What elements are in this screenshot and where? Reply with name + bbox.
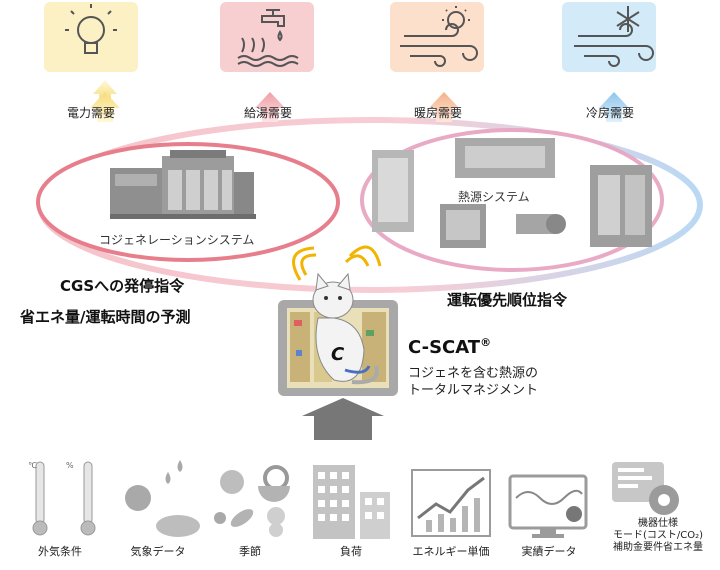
- thermometer-icon: [32, 461, 96, 536]
- demand-box-cooling: [562, 2, 656, 72]
- cscat-registered-mark: ®: [480, 336, 492, 349]
- input-label-energy-price: エネルギー単価: [412, 545, 490, 558]
- demand-box-electric: [44, 2, 138, 72]
- monitor-chart-icon: [508, 474, 588, 538]
- input-label-load: 負荷: [340, 545, 362, 558]
- cgs-command-text: CGSへの発停指令: [60, 277, 185, 295]
- priority-command-text: 運転優先順位指令: [447, 291, 568, 309]
- settings-gear-icon: [612, 462, 679, 515]
- demand-label-electric: 電力需要: [66, 106, 115, 120]
- demand-box-heating: [390, 2, 484, 72]
- season-icon: [214, 465, 290, 537]
- cscat-badge: C: [331, 344, 345, 365]
- input-label-equipment: 機器仕様 モード(コスト/CO₂) 補助金要件省エネ量: [598, 518, 718, 554]
- heat-ellipse: [360, 128, 664, 272]
- input-label-outdoor: 外気条件: [38, 545, 82, 558]
- cscat-desc-1: コジェネを含む熱源の: [408, 366, 539, 381]
- demand-label-hotwater: 給湯需要: [243, 106, 292, 120]
- input-label-subsidy: 補助金要件省エネ量: [613, 542, 703, 553]
- percent-mark: %: [66, 461, 74, 470]
- cscat-desc-2: トータルマネジメント: [408, 383, 539, 398]
- input-arrow: [302, 398, 384, 440]
- heat-system-label: 熱源システム: [458, 190, 530, 204]
- weather-icon: [125, 460, 200, 537]
- price-chart-icon: [411, 469, 491, 537]
- celsius-mark: ℃: [28, 461, 37, 470]
- cscat-title: C-SCAT®: [408, 336, 491, 358]
- input-label-mode: モード(コスト/CO₂): [612, 530, 704, 541]
- prediction-text: 省エネ量/運転時間の予測: [20, 308, 191, 326]
- cscat-name: C-SCAT: [408, 337, 481, 358]
- demand-label-cooling: 冷房需要: [585, 106, 634, 120]
- cgs-machine-icon: [110, 150, 256, 219]
- demand-label-heating: 暖房需要: [413, 106, 462, 120]
- input-label-spec: 機器仕様: [638, 518, 678, 529]
- input-label-record: 実績データ: [521, 545, 577, 558]
- demand-box-hotwater: [220, 2, 314, 72]
- heat-source-machines-icon: [372, 138, 652, 248]
- input-label-season: 季節: [239, 545, 261, 558]
- input-label-weather: 気象データ: [130, 545, 186, 558]
- demand-arrows: [90, 80, 629, 122]
- building-icon: [313, 465, 390, 539]
- cat-mascot-icon: [292, 245, 382, 385]
- cgs-system-label: コジェネレーションシステム: [99, 233, 255, 247]
